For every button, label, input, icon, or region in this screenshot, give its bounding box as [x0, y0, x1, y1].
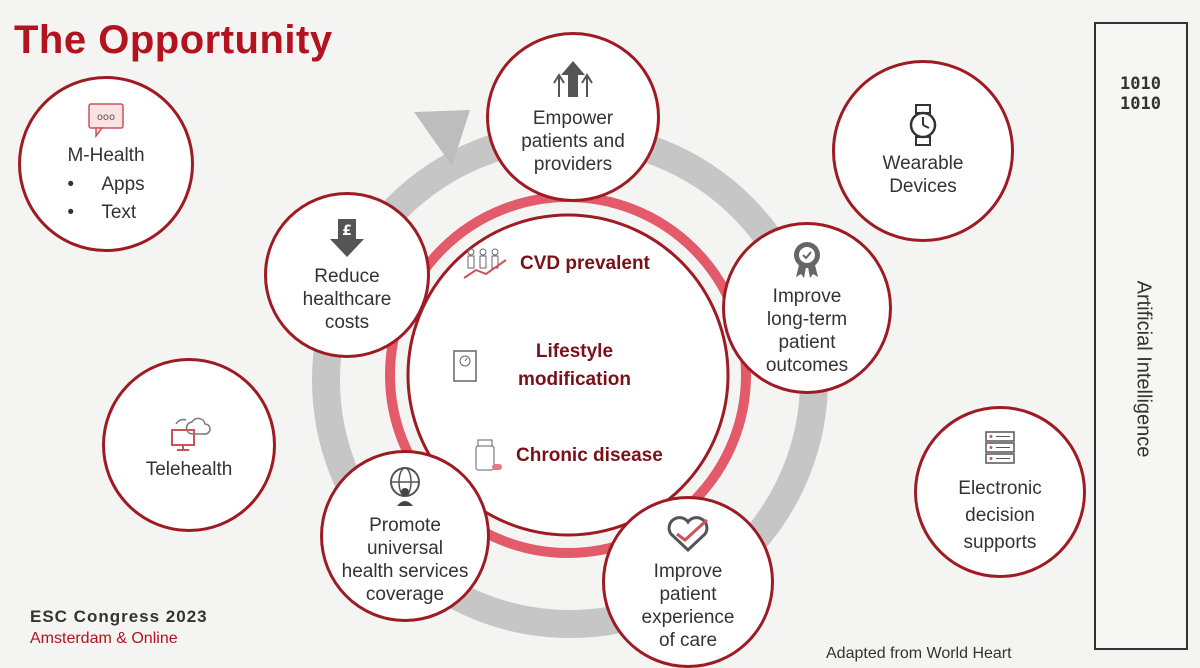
costs-label: Reduce healthcare costs [302, 265, 392, 333]
award-badge-icon [787, 239, 827, 279]
pound-down-arrow-icon: £ [324, 217, 370, 259]
telehealth-label: Telehealth [145, 458, 233, 480]
coverage-label: Promote universal health services covera… [341, 515, 469, 605]
experience-label: Improve patient experience of care [641, 561, 735, 651]
center-cvd: CVD prevalent [462, 246, 650, 282]
center-lifestyle: Lifestyle modification [452, 338, 631, 394]
decision-label: Electronic decision supports [958, 477, 1042, 553]
outcomes-circle: Improve long-term patient outcomes [722, 222, 892, 394]
source-note: Adapted from World Heart [826, 645, 1012, 662]
mhealth-circle: ooo M-Health •Apps •Text [18, 76, 194, 252]
center-chronic: Chronic disease [474, 438, 663, 474]
telehealth-circle: Telehealth [102, 358, 276, 532]
globe-person-icon [382, 466, 428, 508]
wearables-circle: Wearable Devices [832, 60, 1014, 242]
svg-text:£: £ [342, 223, 352, 239]
experience-circle: Improve patient experience of care [602, 496, 774, 668]
ai-panel: 1010 1010 Artificial Intelligence [1094, 22, 1188, 650]
server-rack-icon [980, 429, 1020, 469]
wearables-label: Wearable Devices [882, 153, 964, 197]
cloud-monitor-icon [166, 410, 212, 452]
chat-bubble-icon: ooo [86, 102, 126, 140]
coverage-circle: Promote universal health services covera… [320, 450, 490, 622]
up-arrows-icon [550, 59, 596, 101]
ai-label: Artificial Intelligence [1132, 280, 1155, 458]
mhealth-label: M-Health [67, 144, 145, 166]
svg-text:ooo: ooo [97, 112, 115, 123]
empower-label: Empower patients and providers [521, 107, 625, 175]
costs-circle: £ Reduce healthcare costs [264, 192, 430, 358]
empower-circle: Empower patients and providers [486, 32, 660, 202]
mhealth-item-apps: •Apps [67, 173, 145, 195]
heart-check-icon [665, 512, 711, 554]
mhealth-item-text: •Text [67, 201, 137, 223]
pill-bottle-icon [474, 438, 504, 474]
center-cvd-label: CVD prevalent [520, 253, 650, 274]
smartwatch-icon [900, 104, 946, 146]
binary-icon: 1010 1010 [1120, 74, 1161, 114]
people-graph-icon [462, 246, 512, 282]
scale-icon [452, 349, 478, 383]
slide-title: The Opportunity [14, 18, 333, 62]
decision-circle: Electronic decision supports [914, 406, 1086, 578]
outcomes-label: Improve long-term patient outcomes [765, 286, 849, 376]
mhealth-list: •Apps •Text [67, 171, 144, 227]
cycle-arrow-head [414, 110, 470, 166]
core-circle [406, 213, 730, 537]
center-chronic-label: Chronic disease [516, 445, 663, 466]
footer-congress: ESC Congress 2023 [30, 607, 208, 626]
footer-location: Amsterdam & Online [30, 630, 178, 647]
center-lifestyle-label: Lifestyle modification [518, 341, 631, 390]
